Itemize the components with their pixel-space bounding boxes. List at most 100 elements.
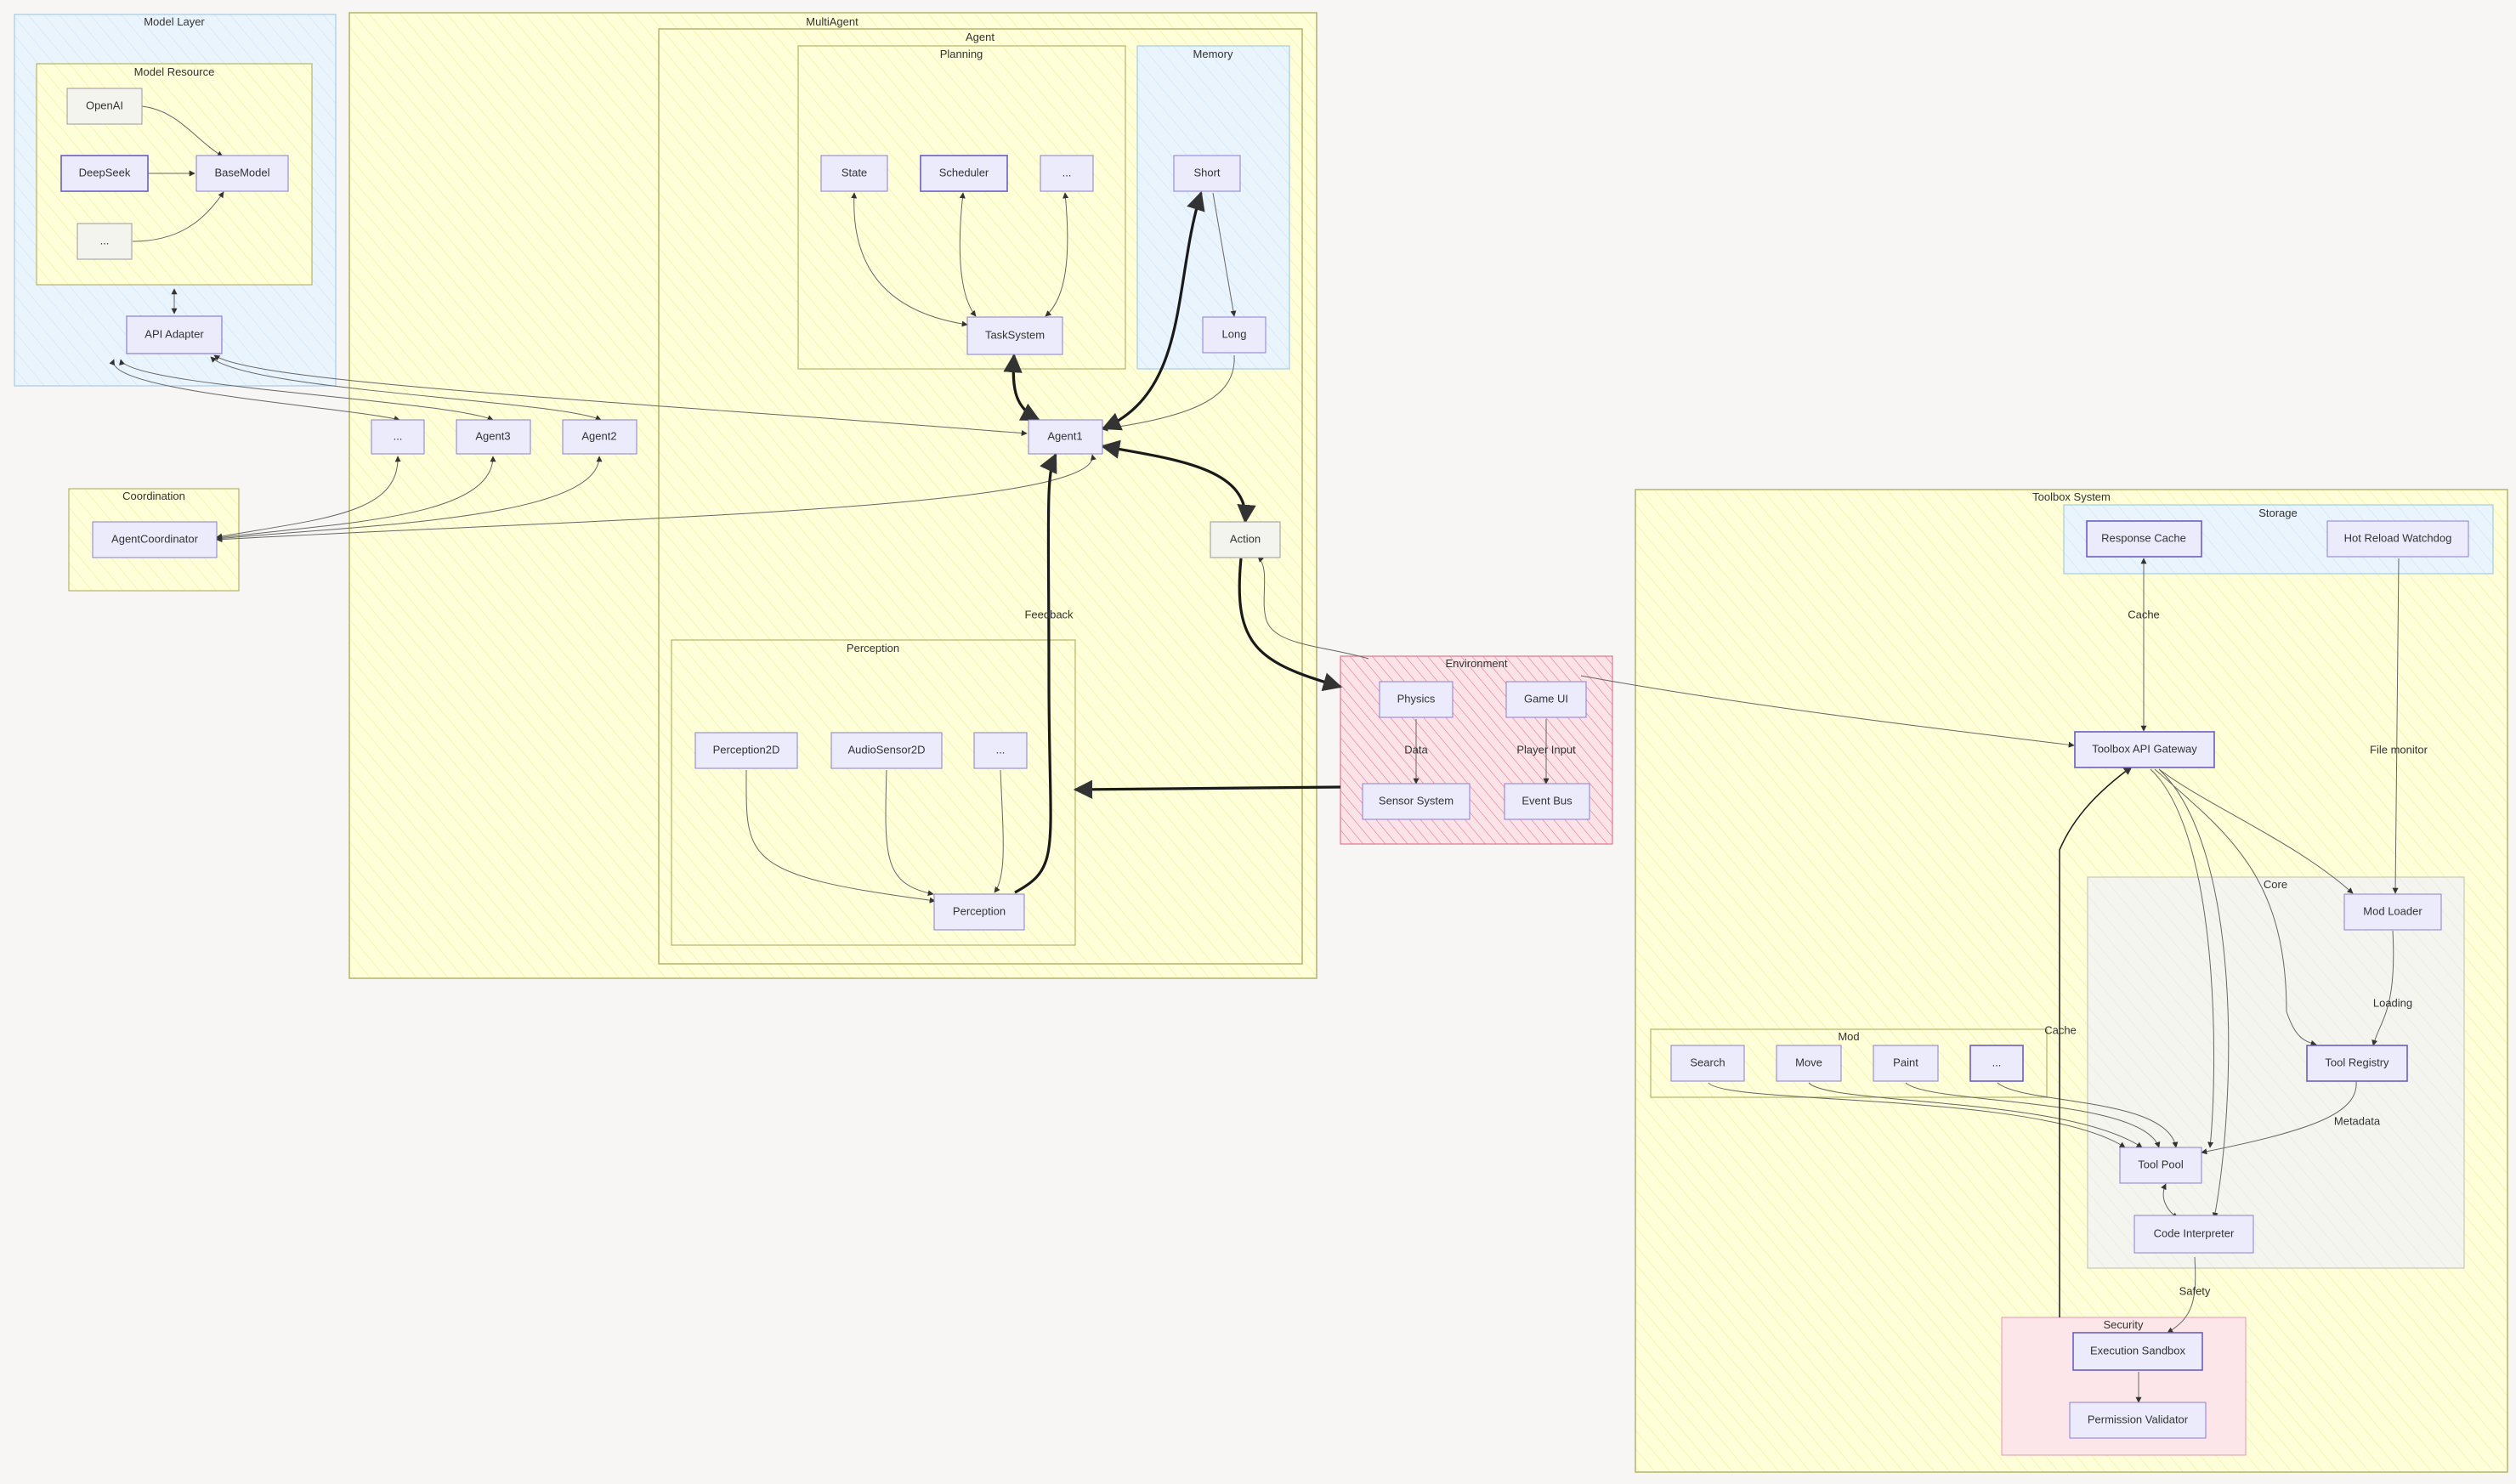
node-label: Paint	[1893, 1056, 1918, 1068]
node-execution-sandbox[interactable]: Execution Sandbox	[2072, 1332, 2203, 1371]
edge-label-safety: Safety	[2179, 1284, 2211, 1297]
node-move[interactable]: Move	[1776, 1045, 1842, 1082]
node-paint[interactable]: Paint	[1873, 1045, 1939, 1082]
group-title: Coordination	[122, 490, 185, 502]
node-label: ...	[1992, 1056, 2002, 1068]
node-action[interactable]: Action	[1210, 521, 1281, 558]
node-label: Perception	[953, 904, 1006, 917]
edge-modmore-toolpool	[1997, 1082, 2179, 1148]
edge-pmore-perception	[994, 769, 1004, 893]
nodes: OpenAI DeepSeek ... BaseModel API Adapte…	[60, 88, 2469, 1439]
node-planning-more[interactable]: ...	[1040, 155, 1094, 192]
node-scheduler[interactable]: Scheduler	[920, 155, 1008, 192]
node-agentcoordinator[interactable]: AgentCoordinator	[92, 521, 218, 558]
edge-coord-agent1	[216, 454, 1096, 543]
node-toolbox-api-gateway[interactable]: Toolbox API Gateway	[2074, 731, 2215, 768]
group-title: Perception	[847, 642, 899, 654]
edge-short-long	[1212, 192, 1237, 317]
edge-watchdog-modloader	[2392, 558, 2400, 894]
group-title: MultiAgent	[806, 15, 858, 28]
edge-planmore-tasksystem	[1045, 192, 1069, 317]
node-label: Game UI	[1524, 692, 1568, 705]
edge-adapter-agent2	[210, 356, 602, 421]
node-mod-more[interactable]: ...	[1969, 1045, 2024, 1082]
node-openai[interactable]: OpenAI	[66, 88, 143, 125]
node-label: Search	[1690, 1056, 1725, 1068]
node-label: Perception2D	[713, 743, 780, 756]
edge-label-data: Data	[1404, 743, 1428, 756]
node-label: Code Interpreter	[2154, 1226, 2235, 1239]
node-tool-registry[interactable]: Tool Registry	[2306, 1045, 2408, 1082]
node-response-cache[interactable]: Response Cache	[2086, 520, 2202, 558]
node-label: BaseModel	[214, 166, 269, 178]
edge-interpreter-sandbox	[2167, 1256, 2196, 1334]
node-label: Toolbox API Gateway	[2092, 742, 2197, 755]
node-label: Tool Registry	[2325, 1056, 2389, 1068]
edge-move-toolpool	[1808, 1082, 2143, 1148]
node-agent3[interactable]: Agent3	[456, 419, 531, 455]
node-mod-loader[interactable]: Mod Loader	[2343, 893, 2442, 931]
node-sensor-system[interactable]: Sensor System	[1362, 783, 1470, 820]
edge-modloader-registry	[2372, 930, 2394, 1046]
group-title: Environment	[1446, 657, 1508, 670]
node-basemodel[interactable]: BaseModel	[196, 155, 289, 192]
edge-sandbox-gateway	[2059, 766, 2133, 1317]
node-tasksystem[interactable]: TaskSystem	[966, 316, 1063, 355]
node-deepseek[interactable]: DeepSeek	[60, 155, 149, 192]
node-game-ui[interactable]: Game UI	[1505, 681, 1587, 718]
group-title: Model Layer	[144, 15, 205, 28]
node-label: ...	[394, 429, 403, 442]
node-hot-reload-watchdog[interactable]: Hot Reload Watchdog	[2326, 520, 2469, 558]
edge-search-toolpool	[1708, 1082, 2126, 1148]
edge-label-cache-storage: Cache	[2128, 608, 2160, 620]
node-perception2d[interactable]: Perception2D	[694, 732, 798, 769]
node-event-bus[interactable]: Event Bus	[1504, 783, 1590, 820]
node-perception-more[interactable]: ...	[973, 732, 1028, 769]
node-code-interpreter[interactable]: Code Interpreter	[2134, 1215, 2254, 1254]
node-physics[interactable]: Physics	[1379, 681, 1454, 718]
node-state[interactable]: State	[820, 155, 888, 192]
edge-short-agent1	[1101, 190, 1205, 431]
node-label: Mod Loader	[2363, 904, 2422, 917]
node-api-adapter[interactable]: API Adapter	[126, 315, 223, 354]
group-title: Planning	[940, 48, 983, 60]
node-tool-pool[interactable]: Tool Pool	[2119, 1147, 2202, 1184]
node-label: Permission Validator	[2088, 1413, 2189, 1425]
edge-audio-perception	[885, 769, 934, 897]
edge-label-metadata: Metadata	[2334, 1114, 2381, 1127]
edge-label-feedback: Feedback	[1024, 608, 1074, 620]
node-model-more[interactable]: ...	[76, 223, 133, 260]
edge-environment-perception	[1073, 779, 1341, 800]
node-label: Short	[1193, 166, 1220, 178]
node-label: Agent1	[1047, 429, 1082, 442]
edge-env-gateway	[1580, 675, 2075, 748]
node-perception[interactable]: Perception	[933, 893, 1025, 931]
edge-tasksystem-agent1	[1003, 353, 1040, 422]
edge-labels: Feedback Data Player Input Cache File mo…	[1024, 608, 2428, 1297]
edge-gateway-interpreter	[2158, 768, 2230, 1219]
node-agent1[interactable]: Agent1	[1028, 419, 1103, 455]
node-label: Tool Pool	[2138, 1158, 2184, 1170]
node-label: API Adapter	[144, 327, 204, 340]
edge-more-basemodel	[132, 191, 224, 242]
node-agent-more[interactable]: ...	[371, 419, 425, 455]
node-agent2[interactable]: Agent2	[562, 419, 638, 455]
node-label: Response Cache	[2101, 531, 2186, 544]
edge-scheduler-tasksystem	[959, 192, 977, 317]
node-label: Hot Reload Watchdog	[2344, 531, 2452, 544]
group-title: Storage	[2258, 507, 2298, 519]
edge-perception-agent1	[1014, 452, 1057, 894]
group-title: Toolbox System	[2032, 490, 2111, 503]
edge-gateway-modloader	[2158, 768, 2354, 894]
edge-label-file-monitor: File monitor	[2370, 743, 2428, 756]
node-search[interactable]: Search	[1670, 1045, 1745, 1082]
edge-p2d-perception	[745, 769, 936, 903]
node-label: ...	[100, 234, 110, 246]
node-permission-validator[interactable]: Permission Validator	[2069, 1402, 2207, 1439]
node-label: Sensor System	[1379, 794, 1454, 807]
node-long[interactable]: Long	[1202, 316, 1266, 354]
node-short[interactable]: Short	[1173, 155, 1241, 192]
edge-openai-basemodel	[141, 105, 224, 157]
node-audiosensor2d[interactable]: AudioSensor2D	[830, 732, 943, 769]
edge-action-environment	[1238, 558, 1343, 692]
